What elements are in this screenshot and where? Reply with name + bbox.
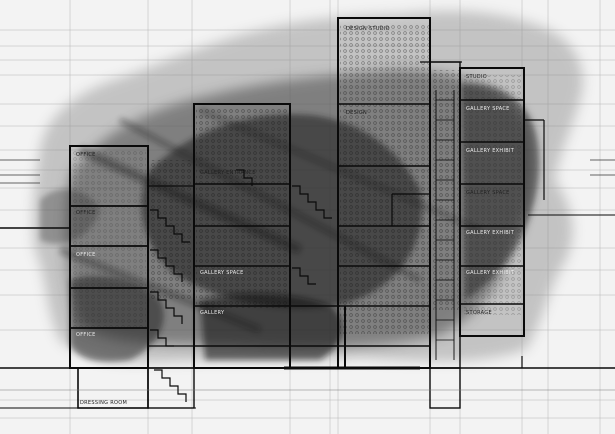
label-design: DESIGN xyxy=(346,110,367,116)
label-right-gallery-exhibit-2: GALLERY EXHIBIT xyxy=(466,230,515,236)
building-section xyxy=(0,17,615,409)
label-office-mid: OFFICE xyxy=(76,210,96,216)
margin-ticks xyxy=(0,159,615,184)
label-right-studio: STUDIO xyxy=(466,74,487,80)
label-right-gallery-space-1: GALLERY SPACE xyxy=(466,106,510,112)
label-right-gallery-space-2: GALLERY SPACE xyxy=(466,190,510,196)
label-gallery-entrance: GALLERY ENTRANCE xyxy=(200,170,256,176)
label-gallery: GALLERY xyxy=(200,310,225,316)
label-dressing-room: DRESSING ROOM xyxy=(80,400,127,406)
label-right-gallery-exhibit-1: GALLERY EXHIBIT xyxy=(466,148,515,154)
label-office-base: OFFICE xyxy=(76,332,96,338)
label-right-gallery-exhibit-3: GALLERY EXHIBIT xyxy=(466,270,515,276)
label-right-storage: STORAGE xyxy=(466,310,492,316)
label-office-low: OFFICE xyxy=(76,252,96,258)
label-office-top: OFFICE xyxy=(76,152,96,158)
label-design-studio: DESIGN STUDIO xyxy=(346,26,390,32)
stair-flights xyxy=(150,90,455,402)
mesh-texture xyxy=(72,24,522,334)
label-gallery-space: GALLERY SPACE xyxy=(200,270,244,276)
room-labels: DESIGN STUDIO DESIGN OFFICE OFFICE OFFIC… xyxy=(76,26,515,406)
